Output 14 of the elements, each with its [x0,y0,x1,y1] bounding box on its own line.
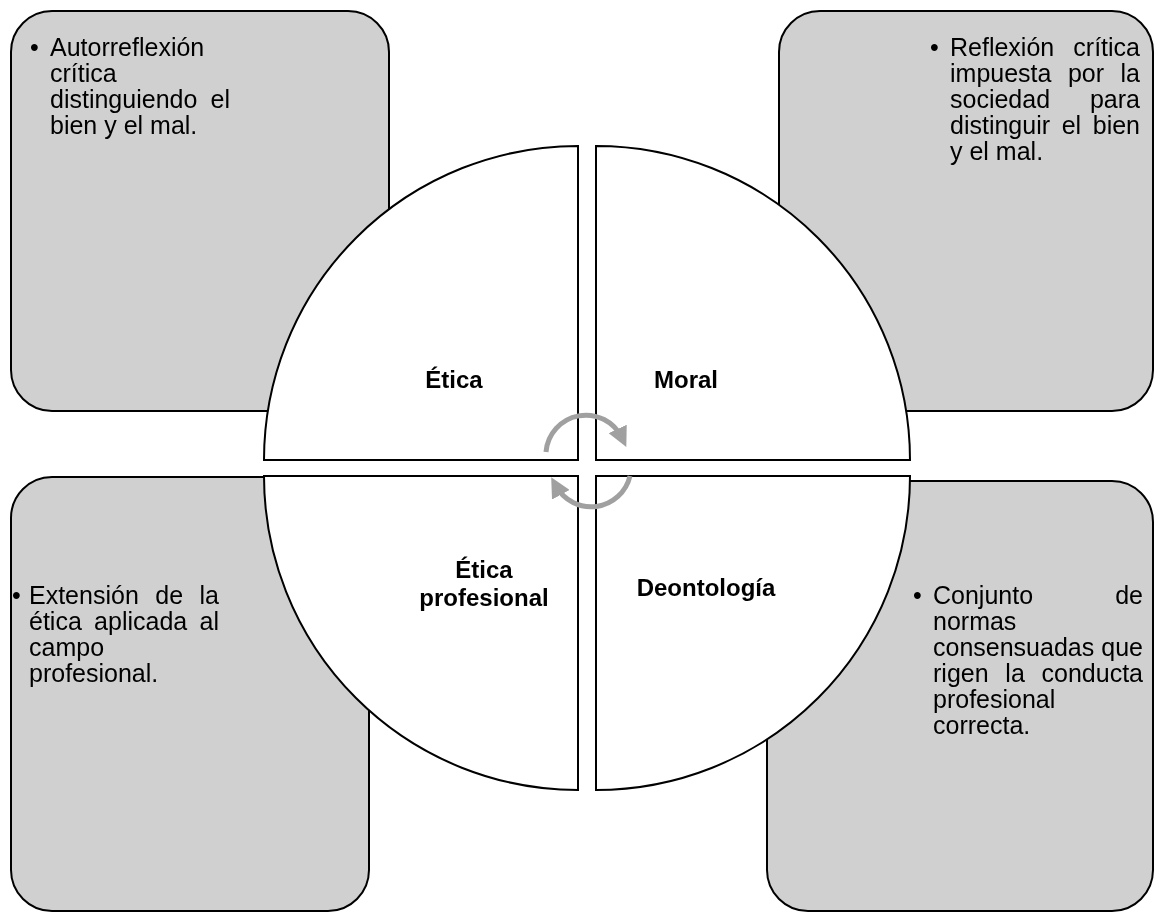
bullet: • [30,34,39,60]
bullet-text: Reflexión crítica impuesta por la sociedad para distinguir el bien y el mal. [950,34,1140,164]
bullet: • [12,582,21,608]
curved-arrow [543,412,627,453]
bullet-text: Conjunto de normas consensuadas que rigen la conducta profesional correcta. [933,582,1143,738]
quadrant-title: Ética [424,366,484,394]
quadrant-title: Ética profesional [418,556,550,612]
bullet-text: Autorreflexión crítica distinguiendo el bien y el mal. [50,34,230,138]
quadrant-title: Moral [653,366,719,394]
curved-arrow [550,475,633,510]
bullet: • [913,582,922,608]
bullet-text: Extensión de la ética aplicada al campo profesional. [29,582,219,686]
quadrant-title: Deontología [635,574,777,602]
bullet: • [930,34,939,60]
